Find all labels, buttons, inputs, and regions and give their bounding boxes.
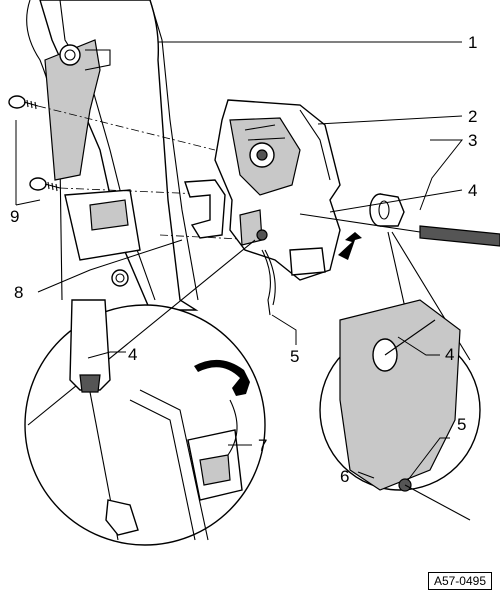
callout-8: 8	[14, 283, 23, 302]
callout-6: 6	[340, 467, 349, 486]
lock-cable	[261, 249, 276, 316]
detail-circle-left	[24, 239, 266, 546]
callout-4-detail-left: 4	[128, 345, 137, 364]
screwdriver	[299, 213, 500, 247]
screw-lower	[29, 177, 61, 192]
lock-bracket	[184, 179, 226, 239]
door-frame	[26, 0, 199, 311]
callout-2: 2	[468, 107, 477, 126]
detail-circle-right	[319, 231, 481, 521]
door-lock	[214, 99, 341, 281]
direction-arrow	[338, 232, 362, 260]
figure-reference: A57-0495	[427, 572, 492, 590]
screw-upper	[8, 95, 39, 110]
grommet	[369, 193, 405, 227]
callout-9: 9	[10, 207, 19, 226]
callout-3: 3	[468, 131, 477, 150]
callout-7: 7	[258, 436, 267, 455]
callout-4-screwdriver: 4	[468, 181, 477, 200]
callout-5-detail-right: 5	[457, 415, 466, 434]
leader-lines	[15, 41, 464, 481]
callout-5-cable: 5	[290, 347, 299, 366]
callout-4-detail-right: 4	[445, 345, 454, 364]
callout-1: 1	[468, 33, 477, 52]
